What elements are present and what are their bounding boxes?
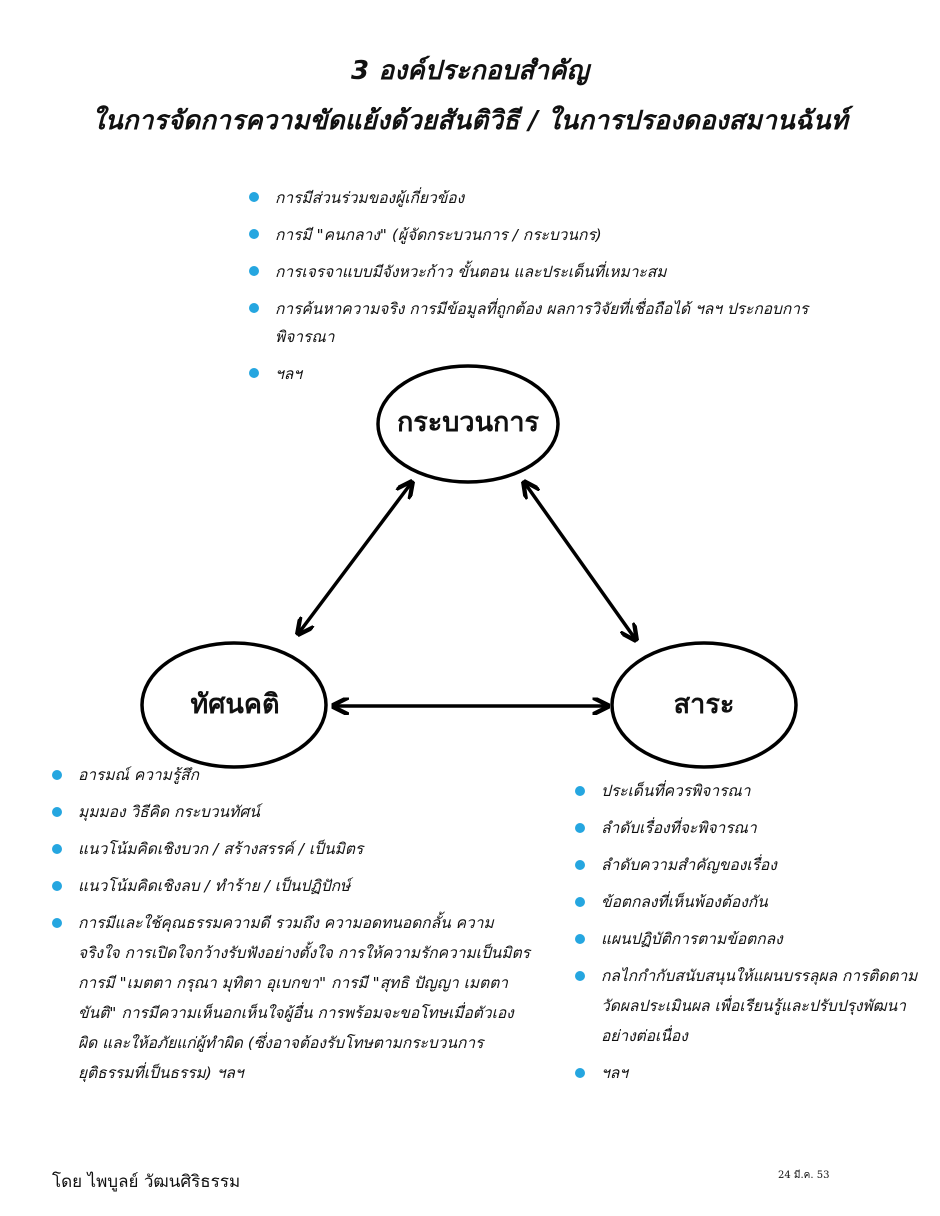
process-attitude-arrow [298,482,412,634]
process-point: การมีส่วนร่วมของผู้เกี่ยวข้อง [249,184,809,212]
content-point: ลำดับความสำคัญของเรื่อง [575,850,925,880]
process-point: ฯลฯ [249,360,809,388]
content-point: แผนปฏิบัติการตามข้อตกลง [575,924,925,954]
author-credit: โดย ไพบูลย์ วัฒนศิริธรรม [52,1172,241,1192]
content-node-label: สาระ [673,689,735,720]
date-stamp: 24 มี.ค. 53 [778,1170,830,1181]
process-points-list: การมีส่วนร่วมของผู้เกี่ยวข้อง การมี "คนก… [249,184,809,397]
process-content-arrow [524,482,636,640]
content-point: กลไกกำกับสนับสนุนให้แผนบรรลุผล การติดตาม… [575,961,925,1051]
content-node-ellipse [610,641,798,769]
process-point: การมี "คนกลาง" (ผู้จัดกระบวนการ / กระบวน… [249,221,809,249]
process-node-ellipse [376,364,560,484]
content-point: ข้อตกลงที่เห็นพ้องต้องกัน [575,887,925,917]
process-point: การค้นหาความจริง การมีข้อมูลที่ถูกต้อง ผ… [249,295,809,351]
content-point: ฯลฯ [575,1058,925,1088]
title-line-2: ในการจัดการความขัดแย้งด้วยสันติวิธี / ใน… [91,106,849,136]
attitude-point: มุมมอง วิธีคิด กระบวนทัศน์ [52,797,532,827]
content-point: ลำดับเรื่องที่จะพิจารณา [575,813,925,843]
process-node-label: กระบวนการ [396,407,540,438]
attitude-point: อารมณ์ ความรู้สึก [52,760,532,790]
attitude-points-list: อารมณ์ ความรู้สึก มุมมอง วิธีคิด กระบวนท… [52,760,532,1095]
attitude-point: การมีและใช้คุณธรรมความดี รวมถึง ความอดทน… [52,908,532,1088]
content-point: ประเด็นที่ควรพิจารณา [575,776,925,806]
attitude-point: แนวโน้มคิดเชิงบวก / สร้างสรรค์ / เป็นมิต… [52,834,532,864]
process-point: การเจรจาแบบมีจังหวะก้าว ขั้นตอน และประเด… [249,258,809,286]
content-points-list: ประเด็นที่ควรพิจารณา ลำดับเรื่องที่จะพิจ… [575,776,925,1095]
title-line-1: 3 องค์ประกอบสำคัญ [351,56,589,86]
attitude-point: แนวโน้มคิดเชิงลบ / ทำร้าย / เป็นปฏิปักษ์ [52,871,532,901]
attitude-node-label: ทัศนคติ [190,689,280,720]
attitude-node-ellipse [140,641,328,769]
